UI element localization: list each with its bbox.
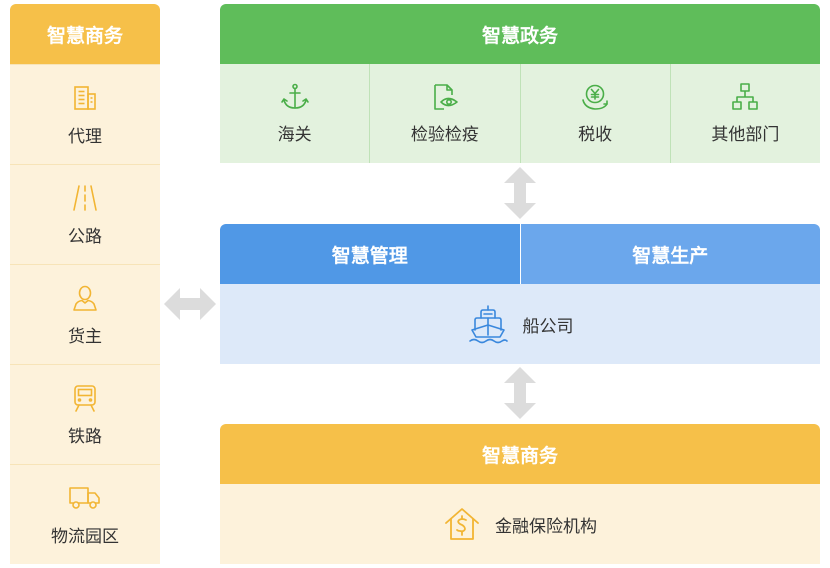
left-item-label: 公路 bbox=[68, 226, 102, 247]
anchor-icon bbox=[280, 83, 309, 109]
left-item-logistics-park: 物流园区 bbox=[10, 464, 160, 564]
gov-item-other-departments: 其他部门 bbox=[669, 64, 820, 163]
building-icon bbox=[74, 85, 96, 110]
gov-block: 智慧政务 海关 检验检疫 bbox=[220, 4, 820, 163]
yen-coin-icon bbox=[582, 84, 608, 110]
left-panel: 智慧商务 代理 公路 货主 bbox=[10, 4, 160, 564]
gov-item-label: 其他部门 bbox=[711, 125, 780, 145]
horizontal-double-arrow-icon bbox=[164, 288, 216, 320]
left-item-label: 物流园区 bbox=[51, 526, 119, 547]
biz-block: 智慧商务 金融保险机构 bbox=[220, 424, 820, 564]
vertical-double-arrow-icon bbox=[504, 367, 536, 419]
mgmt-body-label: 船公司 bbox=[522, 316, 574, 337]
left-item-label: 代理 bbox=[68, 126, 102, 147]
mgmt-tabs: 智慧管理 智慧生产 bbox=[220, 224, 820, 284]
biz-body-label: 金融保险机构 bbox=[495, 516, 597, 537]
gov-items-row: 海关 检验检疫 税收 bbox=[220, 64, 820, 163]
left-item-railway: 铁路 bbox=[10, 364, 160, 464]
gov-item-customs: 海关 bbox=[220, 64, 369, 163]
house-dollar-icon bbox=[445, 508, 479, 540]
gov-item-inspection: 检验检疫 bbox=[369, 64, 519, 163]
mgmt-body: 船公司 bbox=[220, 284, 820, 364]
left-item-label: 货主 bbox=[68, 326, 102, 347]
vertical-double-arrow-icon bbox=[504, 167, 536, 219]
mgmt-block: 智慧管理 智慧生产 船公司 bbox=[220, 224, 820, 364]
left-panel-title: 智慧商务 bbox=[10, 4, 160, 64]
gov-item-label: 检验检疫 bbox=[410, 125, 479, 145]
left-item-owner: 货主 bbox=[10, 264, 160, 364]
biz-block-title: 智慧商务 bbox=[220, 424, 820, 484]
org-chart-icon bbox=[732, 83, 759, 110]
document-eye-icon bbox=[434, 84, 458, 110]
left-item-label: 铁路 bbox=[68, 426, 102, 447]
left-item-agent: 代理 bbox=[10, 64, 160, 164]
gov-block-title: 智慧政务 bbox=[220, 4, 820, 64]
biz-body: 金融保险机构 bbox=[220, 484, 820, 564]
left-item-road: 公路 bbox=[10, 164, 160, 264]
gov-item-label: 海关 bbox=[277, 125, 312, 145]
gov-item-label: 税收 bbox=[578, 125, 613, 145]
truck-icon bbox=[69, 486, 100, 509]
gov-item-tax: 税收 bbox=[519, 64, 670, 163]
train-icon bbox=[74, 384, 96, 412]
person-icon bbox=[73, 285, 97, 311]
mgmt-tab-production: 智慧生产 bbox=[520, 224, 820, 284]
ship-icon bbox=[468, 305, 508, 344]
mgmt-tab-management: 智慧管理 bbox=[220, 224, 520, 284]
road-icon bbox=[73, 184, 97, 211]
